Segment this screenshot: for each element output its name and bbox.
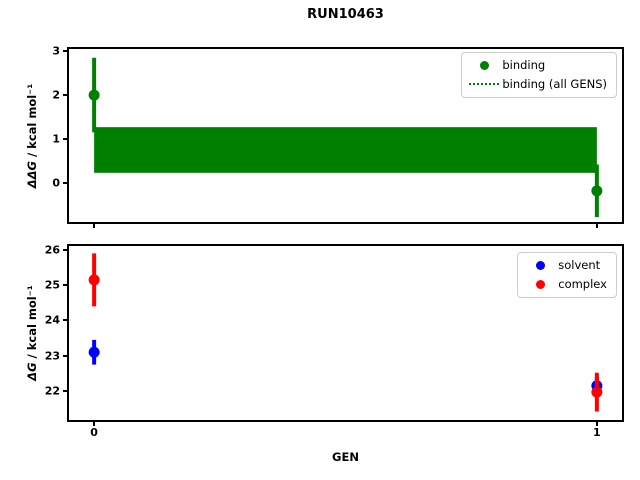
legend-label-solvent: solvent: [558, 258, 601, 272]
bottom-legend: solvent complex: [517, 252, 617, 299]
legend-label-binding: binding: [502, 58, 546, 72]
y-tick-mark: [63, 248, 67, 251]
bottom-y-axis-label-units: / kcal mol⁻¹: [25, 285, 39, 363]
bottom-y-axis-label-symbol: G: [25, 362, 39, 372]
bottom-plot-canvas: [88, 253, 603, 412]
x-tick-mark: [595, 224, 598, 228]
y-tick-label: 3: [52, 44, 60, 58]
complex-point: [88, 274, 100, 286]
legend-item-binding-all-gens: binding (all GENS): [466, 77, 607, 93]
figure-title: RUN10463: [307, 7, 384, 22]
binding-dot-icon: [479, 61, 489, 71]
binding-point: [88, 89, 100, 101]
y-tick-label: 23: [44, 349, 60, 363]
legend-item-binding: binding: [466, 58, 607, 74]
solvent-dot-icon: [535, 261, 545, 271]
bottom-y-axis-label-prefix: Δ: [25, 371, 39, 381]
y-tick-mark: [63, 138, 67, 140]
complex-point: [591, 386, 603, 398]
y-tick-label: 2: [52, 88, 60, 102]
bottom-axes: solvent complex 22 23 24 25 26 0 1: [45, 244, 624, 438]
x-tick-label: 1: [593, 426, 601, 439]
y-tick-label: 25: [44, 278, 60, 292]
top-y-axis-label: ΔΔG / kcal mol⁻¹: [25, 84, 39, 189]
top-legend: binding binding (all GENS): [461, 52, 617, 99]
bottom-y-axis-label: ΔG / kcal mol⁻¹: [25, 285, 39, 381]
y-tick-label: 26: [44, 243, 60, 257]
dotted-line-icon: [469, 83, 500, 86]
y-tick-label: 22: [44, 384, 60, 398]
y-tick-label: 24: [44, 313, 60, 327]
x-tick-mark: [93, 422, 96, 426]
y-tick-mark: [63, 284, 67, 287]
binding-point: [591, 185, 603, 197]
x-tick-label: 0: [90, 426, 98, 439]
legend-item-solvent: solvent: [522, 258, 607, 274]
top-plot-canvas: [88, 57, 603, 218]
y-tick-mark: [63, 319, 67, 322]
top-y-axis-label-symbol: G: [25, 161, 39, 171]
legend-marker-cell: [522, 261, 558, 271]
y-tick-label: 1: [52, 132, 60, 146]
top-axes: binding binding (all GENS) 0 1 2 3: [52, 46, 624, 228]
legend-marker-cell: [522, 279, 558, 289]
y-tick-label: 0: [52, 176, 60, 190]
y-tick-mark: [63, 390, 67, 393]
legend-marker-cell: [466, 83, 502, 86]
x-tick-mark: [93, 224, 96, 228]
y-tick-mark: [63, 181, 67, 184]
y-tick-mark: [63, 50, 67, 53]
legend-marker-cell: [466, 61, 502, 71]
legend-item-complex: complex: [522, 277, 607, 293]
top-y-axis-label-units: / kcal mol⁻¹: [25, 83, 39, 162]
x-axis-label: GEN: [332, 450, 359, 464]
legend-label-binding-all-gens: binding (all GENS): [502, 76, 607, 91]
solvent-point: [88, 346, 100, 358]
x-tick-mark: [595, 422, 598, 426]
y-tick-mark: [63, 354, 67, 357]
complex-dot-icon: [535, 279, 545, 289]
y-tick-mark: [63, 94, 67, 97]
top-y-axis-label-prefix: ΔΔ: [25, 170, 39, 189]
legend-label-complex: complex: [558, 276, 607, 291]
uncertainty-band: [94, 127, 597, 173]
